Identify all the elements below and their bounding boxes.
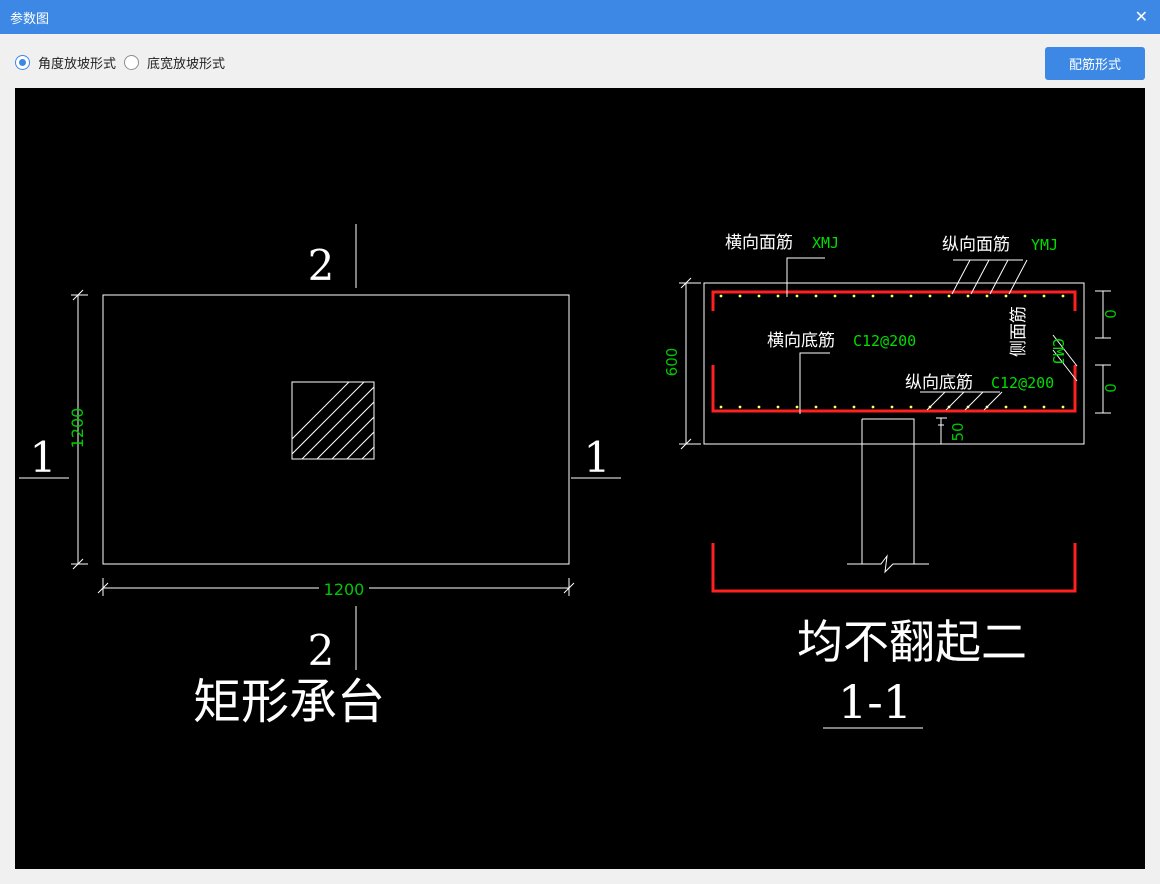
plan-width-dim-text: 1200 [324, 580, 365, 599]
cover-dim-text: 50 [949, 422, 967, 441]
top-longitudinal-label: 纵向面筋 [942, 235, 1010, 255]
section-height-dim-text: 600 [663, 348, 681, 377]
rebar-dot [1023, 405, 1027, 409]
rebar-dot [985, 294, 989, 298]
top-rebar-dots [719, 294, 1065, 298]
section-cap-outline [703, 282, 1085, 445]
plan-height-dim-text: 1200 [68, 408, 87, 449]
rebar-dot [738, 405, 742, 409]
rebar-dot [814, 294, 818, 298]
rebar-dot [833, 405, 837, 409]
rebar-dot [719, 405, 723, 409]
section-right-dimensions [1095, 290, 1111, 414]
rebar-dot [738, 294, 742, 298]
bottom-transverse-code: C12@200 [853, 332, 916, 350]
bottom-rebar [711, 365, 1077, 413]
plan-width-dimension [97, 578, 575, 596]
section-name: 1-1 [838, 675, 912, 729]
rebar-dot [909, 294, 913, 298]
cover-dimension [936, 417, 947, 444]
rebar-dot [795, 405, 799, 409]
rebar-dot [776, 405, 780, 409]
radio-angle-slope[interactable]: 角度放坡形式 [15, 53, 116, 72]
pile-cap-outline [102, 294, 570, 565]
rebar-dot [833, 294, 837, 298]
column-break-line [847, 554, 929, 574]
rebar-dot [871, 405, 875, 409]
plan-height-dimension [71, 289, 88, 570]
rebar-dot [776, 294, 780, 298]
right-dim-top-text: 0 [1102, 309, 1120, 319]
rebar-dot [1042, 294, 1046, 298]
right-dim-bottom-text: 0 [1102, 383, 1120, 393]
plan-caption: 矩形承台 [193, 674, 385, 730]
rebar-form-button[interactable]: 配筋形式 [1045, 47, 1145, 80]
rebar-dot [966, 294, 970, 298]
slope-form-radio-group: 角度放坡形式 底宽放坡形式 [15, 53, 233, 72]
rebar-dot [1061, 405, 1065, 409]
rebar-dot [795, 294, 799, 298]
bottom-longitudinal-label: 纵向底筋 [905, 373, 973, 393]
top-transverse-label: 横向面筋 [725, 233, 793, 253]
top-longitudinal-code: YMJ [1031, 236, 1058, 254]
rebar-dot [1042, 405, 1046, 409]
rebar-dot [814, 405, 818, 409]
bottom-transverse-label: 横向底筋 [767, 331, 835, 351]
bottom-longitudinal-code: C12@200 [991, 374, 1054, 392]
top-transverse-code: XMJ [812, 234, 839, 252]
rebar-dot [852, 294, 856, 298]
close-icon[interactable]: ✕ [1134, 7, 1148, 26]
side-rebar-label: 侧面筋 [1009, 306, 1029, 357]
rebar-dot [1004, 294, 1008, 298]
rebar-dot [1004, 405, 1008, 409]
window-title: 参数图 [10, 11, 50, 27]
top-rebar [711, 290, 1077, 311]
rebar-dot [947, 294, 951, 298]
rebar-dot [890, 405, 894, 409]
rebar-dot [909, 405, 913, 409]
rebar-dot [757, 294, 761, 298]
rebar-dot [890, 294, 894, 298]
bottom-rebar-dots [719, 405, 1065, 409]
column-hatch [292, 382, 374, 459]
rebar-dot [871, 294, 875, 298]
rebar-dot [1023, 294, 1027, 298]
radio-unchecked-icon[interactable] [124, 55, 140, 70]
radio-angle-slope-label: 角度放坡形式 [38, 57, 117, 72]
annotation-leaders [786, 257, 1078, 414]
rebar-dot [1061, 294, 1065, 298]
section-mark-left-text: 1 [30, 433, 57, 482]
column-section [291, 381, 375, 460]
parameter-drawing: 1200 1200 1 1 2 2 矩形承台 [19, 224, 1120, 730]
title-bar: 参数图 ✕ [0, 0, 1160, 34]
section-mark-bottom-text: 2 [308, 626, 335, 675]
lower-rebar [711, 543, 1077, 593]
radio-bottom-width-slope-label: 底宽放坡形式 [147, 57, 226, 72]
section-caption: 均不翻起二 [797, 615, 1027, 669]
rebar-dot [757, 405, 761, 409]
toolbar: 角度放坡形式 底宽放坡形式 配筋形式 [0, 34, 1160, 88]
rebar-dot [719, 294, 723, 298]
rebar-dot [852, 405, 856, 409]
radio-bottom-width-slope[interactable]: 底宽放坡形式 [124, 53, 225, 72]
side-rebar-code: CMJ [1049, 338, 1067, 365]
radio-checked-icon[interactable] [15, 55, 30, 70]
rebar-dot [928, 294, 932, 298]
section-mark-right-text: 1 [584, 433, 611, 482]
drawing-canvas: 1200 1200 1 1 2 2 矩形承台 [15, 88, 1145, 869]
section-mark-top-text: 2 [308, 241, 335, 290]
section-height-dimension [679, 277, 701, 450]
column-right-edge [862, 418, 915, 564]
